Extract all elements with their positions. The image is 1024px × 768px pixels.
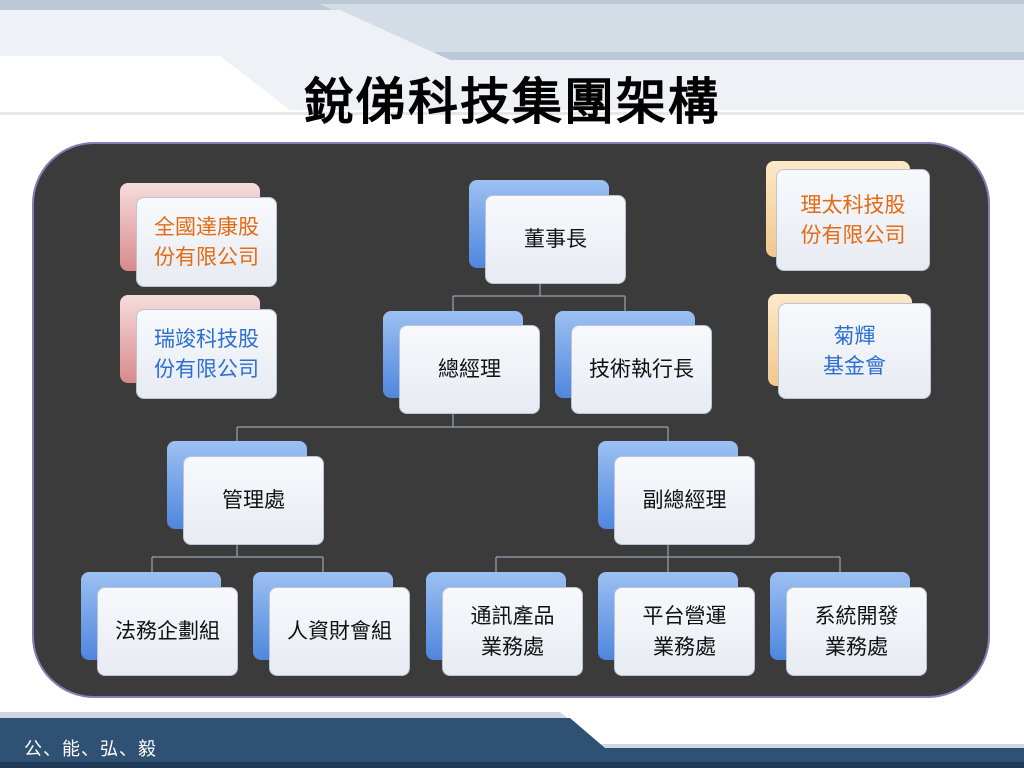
node-platform-ops-label: 平台營運 業務處: [614, 587, 755, 676]
node-legal: 法務企劃組: [81, 572, 238, 676]
node-general-manager-label: 總經理: [399, 325, 540, 414]
node-platform-ops: 平台營運 業務處: [598, 572, 755, 676]
node-cto: 技術執行長: [555, 311, 712, 414]
affiliate-quanguo: 全國達康股 份有限公司: [120, 183, 277, 287]
page-title: 銳俤科技集團架構: [304, 73, 720, 131]
node-deputy-gm: 副總經理: [598, 441, 755, 545]
affiliate-litai-label: 理太科技股 份有限公司: [776, 169, 930, 271]
affiliate-juhui: 菊輝 基金會: [768, 294, 931, 399]
affiliate-juhui-label: 菊輝 基金會: [778, 303, 931, 399]
node-legal-label: 法務企劃組: [97, 587, 238, 676]
node-hr-finance: 人資財會組: [253, 572, 410, 676]
affiliate-quanguo-label: 全國達康股 份有限公司: [136, 197, 277, 287]
affiliate-ruijun-label: 瑞竣科技股 份有限公司: [136, 309, 277, 399]
node-deputy-gm-label: 副總經理: [614, 456, 755, 545]
node-admin: 管理處: [167, 441, 324, 545]
node-system-dev-label: 系統開發 業務處: [786, 587, 927, 676]
node-system-dev: 系統開發 業務處: [770, 572, 927, 676]
node-comm-products-label: 通訊產品 業務處: [442, 587, 583, 676]
node-chairman-label: 董事長: [485, 195, 626, 284]
node-hr-finance-label: 人資財會組: [269, 587, 410, 676]
footer-motto: 公、能、弘、毅: [24, 739, 157, 760]
node-cto-label: 技術執行長: [571, 325, 712, 414]
affiliate-ruijun: 瑞竣科技股 份有限公司: [120, 295, 277, 399]
affiliate-litai: 理太科技股 份有限公司: [766, 161, 930, 271]
node-comm-products: 通訊產品 業務處: [426, 572, 583, 676]
node-admin-label: 管理處: [183, 456, 324, 545]
node-chairman: 董事長: [469, 180, 626, 284]
node-general-manager: 總經理: [383, 311, 540, 414]
